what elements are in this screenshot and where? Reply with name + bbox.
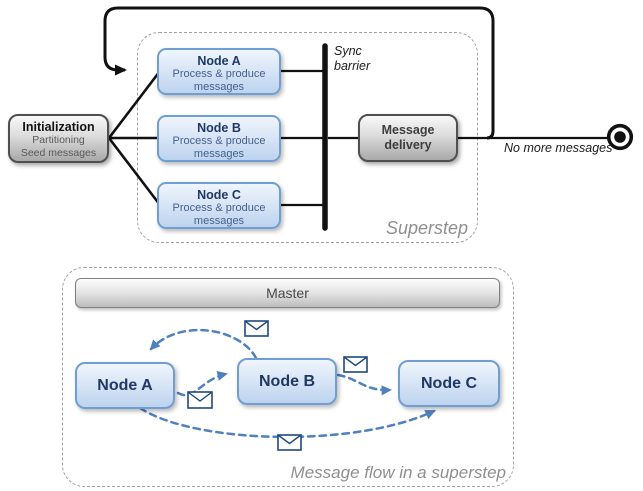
node-a-title: Node A [197, 54, 241, 68]
message-flow-caption: Message flow in a superstep [290, 463, 506, 482]
message-arc-b-to-a [149, 328, 258, 360]
initialization-subtitle-seed: Seed messages [20, 146, 97, 159]
message-arc-a-to-b [176, 371, 228, 397]
node-b-process-box: Node B Process & produce messages [157, 115, 281, 162]
flow-node-c: Node C [398, 360, 500, 407]
end-state-icon [606, 123, 634, 151]
sync-barrier-label: Sync barrier [334, 44, 371, 73]
initialization-subtitle-partitioning: Partitioning [32, 134, 85, 146]
node-b-subtitle: Process & produce messages [172, 135, 266, 160]
node-c-title: Node C [197, 188, 241, 202]
no-more-messages-label: No more messages [504, 141, 613, 155]
message-delivery-box: Message delivery [358, 114, 458, 162]
message-arc-b-to-c [336, 373, 392, 396]
node-c-process-box: Node C Process & produce messages [157, 182, 281, 229]
node-b-title: Node B [197, 121, 241, 135]
init-to-node-c-line [107, 137, 162, 206]
message-arc-a-to-c [138, 406, 436, 439]
loop-back-arrow [103, 6, 495, 140]
superstep-caption: Superstep [385, 218, 468, 238]
envelope-icon [187, 391, 213, 409]
initialization-title: Initialization [22, 120, 95, 134]
flow-node-b: Node B [237, 358, 337, 405]
node-a-process-box: Node A Process & produce messages [157, 48, 281, 95]
init-to-node-a-line [107, 70, 162, 139]
master-bar: Master [75, 278, 500, 308]
node-a-subtitle: Process & produce messages [172, 68, 266, 93]
envelope-icon [244, 320, 269, 337]
flow-node-a: Node A [75, 362, 175, 409]
node-c-subtitle: Process & produce messages [172, 202, 266, 227]
envelope-icon [343, 356, 368, 373]
initialization-box: Initialization Partitioning Seed message… [8, 114, 109, 163]
envelope-icon [277, 434, 302, 451]
